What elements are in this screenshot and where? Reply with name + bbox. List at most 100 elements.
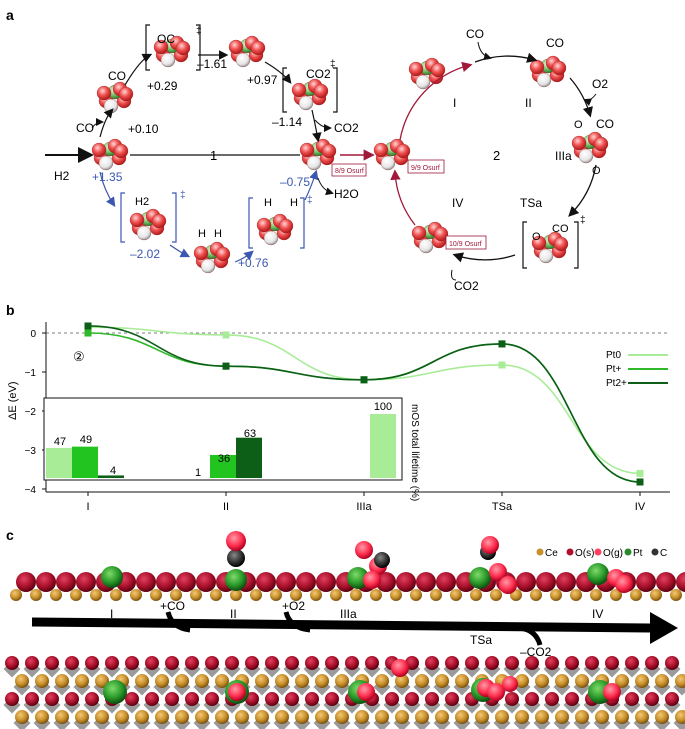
o-surface-atom [505,692,519,706]
arrow-co2-release [314,119,332,132]
arrow-h2-1 [99,171,116,207]
o-surface-atom [316,572,336,592]
arrow-co-in [91,118,104,129]
o-surface-atom [485,656,499,670]
o-surface-atom [25,656,39,670]
ce-atom [655,710,669,724]
state-i: I [453,96,456,110]
arrow-cycle2-o2 [583,93,597,106]
cluster-co-ts [153,35,191,68]
ce-atom [315,710,329,724]
data-point [498,361,506,369]
ce-atom [95,710,109,724]
energy-co-3: –1.61 [197,57,227,71]
ce-atom [170,589,182,601]
ce-atom [255,710,269,724]
arrow-co-5 [311,109,322,143]
legend-atom-dot [594,548,602,556]
o-surface-atom [605,656,619,670]
panel-label-c: c [6,527,14,543]
energy-co-5: –1.14 [272,115,302,129]
ce-atom [390,589,402,601]
o-surface-atom [276,572,296,592]
pt-atom [101,566,123,588]
arrow-h2o-release [317,177,334,196]
inset-bar [210,454,236,478]
circle-label-2: ② [73,349,85,364]
o-surface-atom [656,572,676,592]
ce-atom [95,674,109,688]
o-surface-atom [436,572,456,592]
o-gas-atom-top [391,659,409,677]
ce-atom [15,674,29,688]
o-surface-atom [245,656,259,670]
c-state-i: I [110,607,113,621]
badge-8-9 [331,163,367,177]
o-surface-atom [385,692,399,706]
o-gas-atom [355,541,373,559]
o-surface-atom [536,572,556,592]
o-surface-atom [345,656,359,670]
ce-atom [550,589,562,601]
ce-atom [535,710,549,724]
arrow-h2-4 [304,169,319,201]
o-gas-atom-top [357,683,375,701]
ce-atom [155,710,169,724]
chart-legend: Pt0 Pt+ Pt2+ [606,350,668,389]
arrow-co-2 [124,53,153,86]
data-point [636,478,644,486]
ce-atom [115,710,129,724]
o-gas-atom-top [487,683,505,701]
o-surface-atom [165,656,179,670]
cluster-h2o-ts [256,213,294,246]
ts-bracket-cycle2 [522,221,579,269]
ce-atom [555,710,569,724]
o-surface-atom [545,692,559,706]
legend-atom-label: O(g) [603,548,623,559]
ce-atom [635,710,649,724]
ce-atom [535,674,549,688]
co-label-ii: CO [108,69,126,83]
ts-mark-1: ‡ [196,26,202,37]
o-surface-atom [16,572,36,592]
ce-atom [370,589,382,601]
arrow-h2-3 [234,250,254,263]
pt-atom [225,569,247,591]
cluster-icons [91,35,609,274]
inset-bar-label: 49 [80,434,92,446]
o-surface-atom [105,656,119,670]
energy-co-1: +0.10 [128,122,159,136]
h-label-1: H [198,228,206,240]
cluster-cycle2-i [373,138,411,171]
ce-atom [175,674,189,688]
cluster-2h [193,241,231,274]
legend-atom-label: C [660,548,667,559]
o-gas-atom [615,575,633,593]
badge-10-9 [445,235,487,250]
arrow-cycle2-co [477,41,492,61]
ce-atom [155,674,169,688]
o-surface-atom [145,656,159,670]
o-surface-atom [85,656,99,670]
ce-atom [75,674,89,688]
ce-atom [615,710,629,724]
ce-atom [195,674,209,688]
arrow-co-4 [264,61,292,84]
o-surface-atom [636,572,656,592]
ce-atom [130,589,142,601]
h-label-3: H [264,197,272,209]
energy-co-4: +0.97 [247,73,278,87]
o-surface-atom [205,692,219,706]
ce-atom [435,674,449,688]
legend-pt2: Pt2+ [606,378,627,389]
cycle2-co2-out: CO2 [454,279,479,293]
badge-9-9 [407,159,445,174]
o-surface-atom [645,656,659,670]
ce-atom [475,710,489,724]
inset-bar-label: 1 [195,467,201,479]
o-surface-atom [36,572,56,592]
ts-mark-5: ‡ [580,215,586,226]
ce-atom [515,674,529,688]
